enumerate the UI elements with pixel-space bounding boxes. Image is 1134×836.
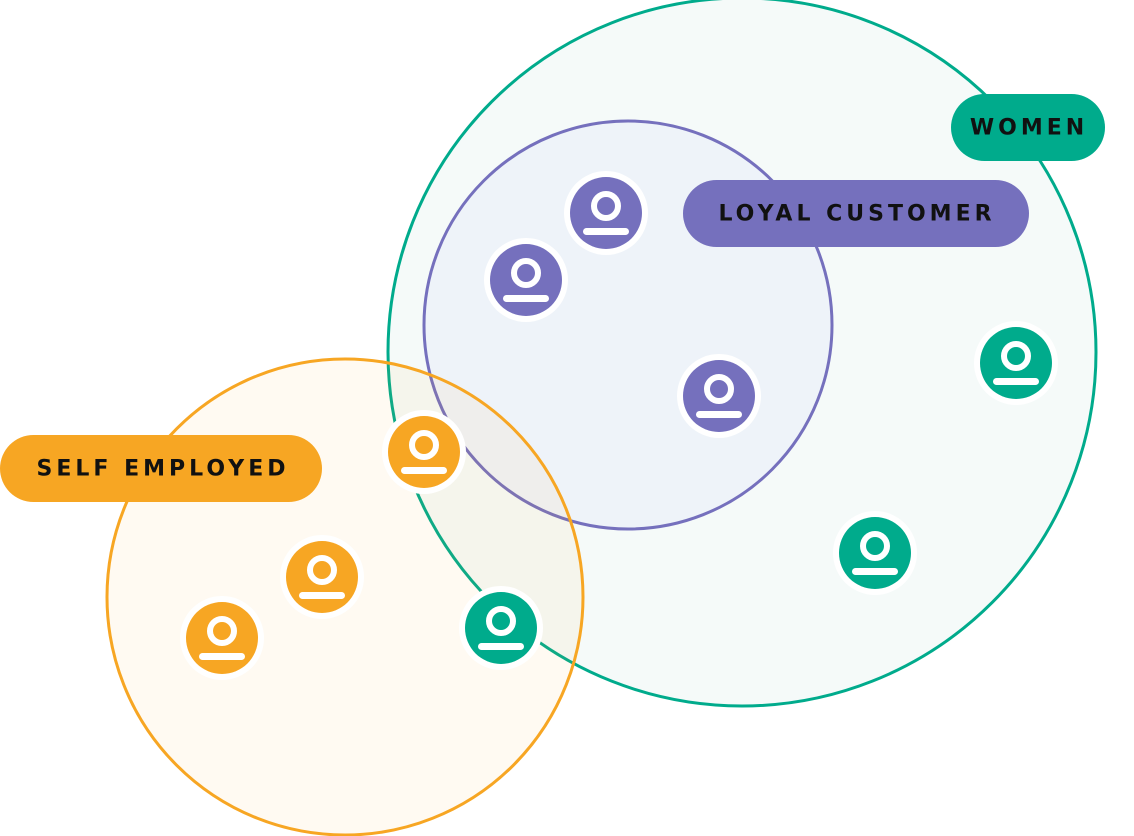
person-icon-head <box>860 531 890 561</box>
person-icon-shoulders <box>993 378 1039 385</box>
person-icon-head <box>511 258 541 288</box>
person-icon-disc <box>388 416 460 488</box>
person-icon-head <box>591 191 621 221</box>
person-icon-disc <box>186 602 258 674</box>
loyal-customer-label-text: LOYAL CUSTOMER <box>718 202 995 227</box>
women-label-text: WOMEN <box>970 116 1088 141</box>
people-layer <box>180 171 1058 680</box>
person-icon-head <box>409 430 439 460</box>
person-icon-head <box>207 616 237 646</box>
person-icon-disc <box>839 517 911 589</box>
person-icon-shoulders <box>401 467 447 474</box>
person-icon-shoulders <box>199 653 245 660</box>
person-icon <box>677 354 761 438</box>
loyal-customer-label: LOYAL CUSTOMER <box>683 180 1029 247</box>
person-icon-head <box>1001 341 1031 371</box>
person-icon <box>180 596 264 680</box>
person-icon-shoulders <box>696 411 742 418</box>
person-icon-head <box>307 555 337 585</box>
person-icon <box>459 586 543 670</box>
person-icon <box>833 511 917 595</box>
person-icon-shoulders <box>852 568 898 575</box>
women-label: WOMEN <box>951 94 1105 161</box>
person-icon <box>484 238 568 322</box>
self-employed-label-pill <box>0 435 322 502</box>
person-icon-disc <box>570 177 642 249</box>
person-icon-head <box>486 606 516 636</box>
person-icon <box>564 171 648 255</box>
person-icon-head <box>704 374 734 404</box>
women-label-pill <box>951 94 1105 161</box>
person-icon <box>382 410 466 494</box>
self-employed-label-text: SELF EMPLOYED <box>37 457 290 482</box>
person-icon-shoulders <box>503 295 549 302</box>
person-icon <box>974 321 1058 405</box>
person-icon-disc <box>465 592 537 664</box>
person-icon-disc <box>683 360 755 432</box>
self-employed-label: SELF EMPLOYED <box>0 435 322 502</box>
person-icon-disc <box>286 541 358 613</box>
loyal-customer-label-pill <box>683 180 1029 247</box>
person-icon <box>280 535 364 619</box>
person-icon-shoulders <box>583 228 629 235</box>
person-icon-shoulders <box>478 643 524 650</box>
person-icon-shoulders <box>299 592 345 599</box>
person-icon-disc <box>980 327 1052 399</box>
person-icon-disc <box>490 244 562 316</box>
